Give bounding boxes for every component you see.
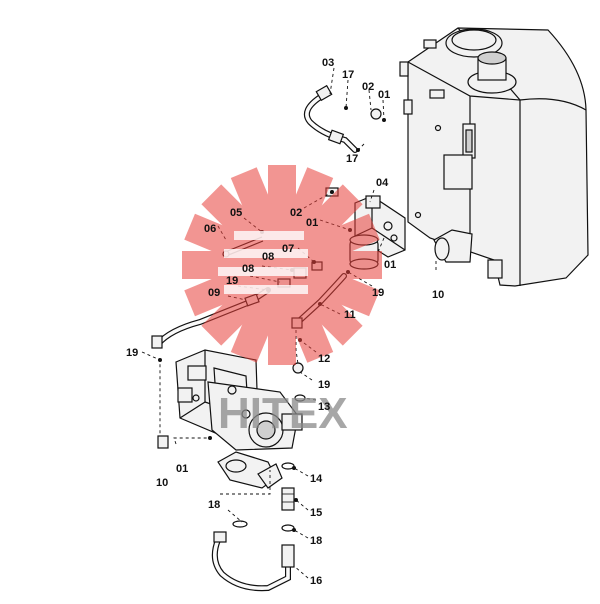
callout: 01 xyxy=(306,217,318,229)
callout: 19 xyxy=(126,347,138,359)
hydraulic-pump xyxy=(175,349,303,451)
callout: 08 xyxy=(242,263,254,275)
fitting-12 xyxy=(292,362,304,374)
watermark-logo xyxy=(182,165,382,365)
callout: 02 xyxy=(362,81,374,93)
suction-elbow xyxy=(217,451,283,489)
callout: 17 xyxy=(346,153,358,165)
callout: 01 xyxy=(384,259,396,271)
hose-16 xyxy=(211,531,295,592)
callout: 18 xyxy=(310,535,322,547)
callout: 18 xyxy=(208,499,220,511)
callout: 08 xyxy=(262,251,274,263)
fitting-19-left xyxy=(151,335,163,349)
callout: 05 xyxy=(230,207,242,219)
callout: 12 xyxy=(318,353,330,365)
callout: 10 xyxy=(432,289,444,301)
hose-upper xyxy=(304,84,358,153)
hydraulic-tank xyxy=(399,27,589,287)
callout: 19 xyxy=(372,287,384,299)
callout: 10 xyxy=(156,477,168,489)
callout: 02 xyxy=(290,207,302,219)
callout: 17 xyxy=(342,69,354,81)
callout: 16 xyxy=(310,575,322,587)
callout: 13 xyxy=(318,401,330,413)
fitting-10-left xyxy=(157,435,169,449)
watermark-text: HITEX xyxy=(218,389,348,438)
callout: 14 xyxy=(310,473,323,485)
fitting-15 xyxy=(281,487,295,511)
fitting-02 xyxy=(370,108,382,120)
callout-labels: 03 17 02 01 17 04 05 06 02 01 07 01 08 0… xyxy=(126,57,444,587)
callout: 19 xyxy=(226,275,238,287)
oring-18b xyxy=(232,520,248,528)
callout: 01 xyxy=(378,89,390,101)
callout: 01 xyxy=(176,463,188,475)
callout: 15 xyxy=(310,507,322,519)
oring-13 xyxy=(294,394,306,402)
callout: 19 xyxy=(318,379,330,391)
callout: 09 xyxy=(208,287,220,299)
callout: 04 xyxy=(376,177,389,189)
callout: 03 xyxy=(322,57,334,69)
callout: 11 xyxy=(344,309,356,321)
callout: 07 xyxy=(282,243,294,255)
callout: 06 xyxy=(204,223,216,235)
